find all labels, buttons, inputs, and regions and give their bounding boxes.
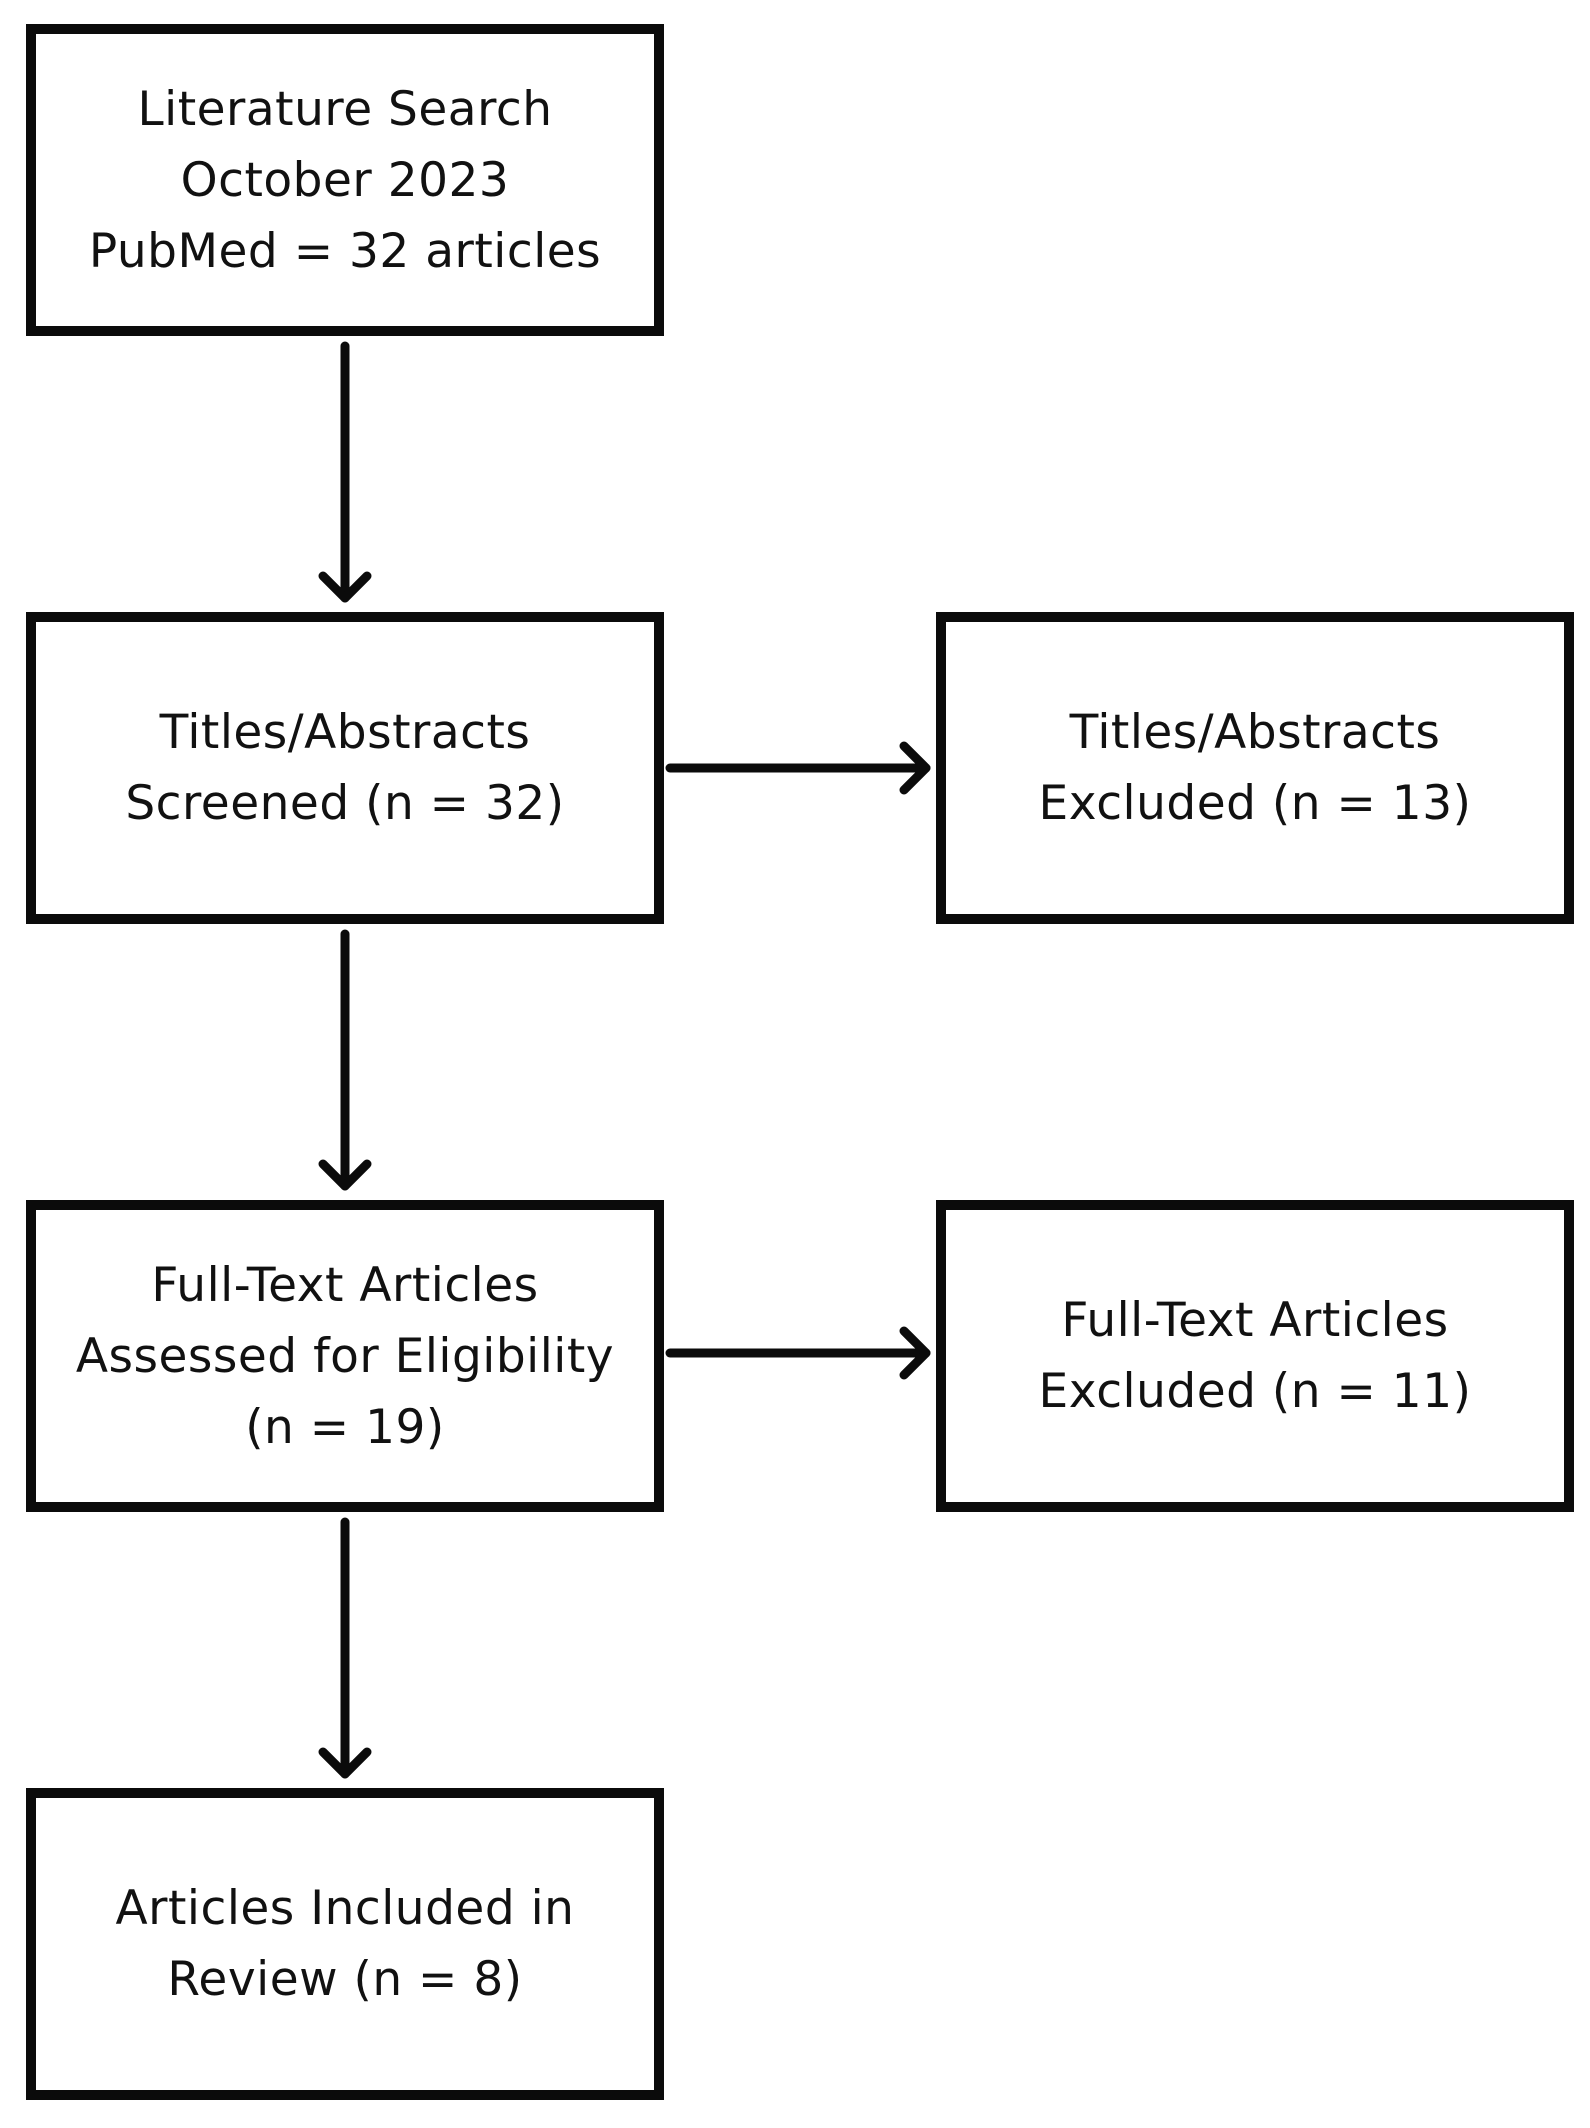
articles-included-box: Articles Included in Review (n = 8): [26, 1788, 664, 2100]
full-text-excluded-box: Full-Text Articles Excluded (n = 11): [936, 1200, 1574, 1512]
arrow-screened-to-fulltext: [318, 929, 372, 1191]
titles-abstracts-screened-text: Titles/Abstracts Screened (n = 32): [125, 705, 565, 831]
full-text-excluded-text: Full-Text Articles Excluded (n = 11): [1038, 1293, 1472, 1419]
arrow-screened-to-excluded-titles: [665, 741, 931, 795]
arrow-fulltext-to-included: [318, 1517, 372, 1779]
titles-abstracts-excluded-box: Titles/Abstracts Excluded (n = 13): [936, 612, 1574, 924]
full-text-assessed-box: Full-Text Articles Assessed for Eligibil…: [26, 1200, 664, 1512]
titles-abstracts-screened-box: Titles/Abstracts Screened (n = 32): [26, 612, 664, 924]
articles-included-text: Articles Included in Review (n = 8): [115, 1881, 575, 2007]
arrow-search-to-screened: [318, 341, 372, 603]
titles-abstracts-excluded-text: Titles/Abstracts Excluded (n = 13): [1038, 705, 1472, 831]
literature-search-text: Literature Search October 2023 PubMed = …: [88, 81, 602, 279]
full-text-assessed-text: Full-Text Articles Assessed for Eligibil…: [75, 1257, 615, 1455]
literature-search-box: Literature Search October 2023 PubMed = …: [26, 24, 664, 336]
arrow-fulltext-to-excluded-fulltext: [665, 1326, 931, 1380]
